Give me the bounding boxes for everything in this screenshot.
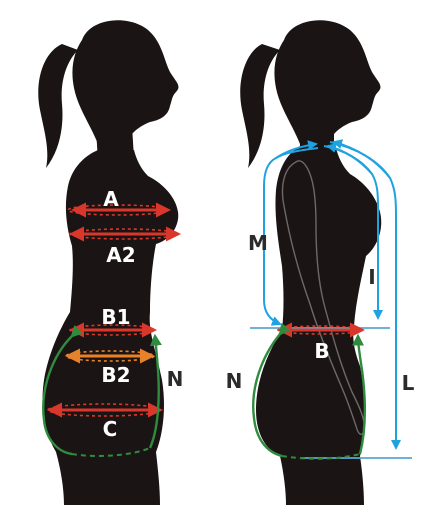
label-b1: B1 xyxy=(101,305,130,329)
label-m: M xyxy=(248,231,268,255)
label-b2: B2 xyxy=(101,363,130,387)
left-head xyxy=(72,20,178,144)
right-ponytail xyxy=(240,44,280,168)
label-b: B xyxy=(314,339,329,363)
label-a: A xyxy=(103,187,119,211)
label-n-right: N xyxy=(226,369,243,393)
label-n-left: N xyxy=(167,367,184,391)
left-ponytail xyxy=(38,44,78,168)
label-i: I xyxy=(368,265,375,289)
label-l: L xyxy=(402,371,415,395)
right-head xyxy=(274,20,380,144)
right-silhouette xyxy=(240,20,381,505)
label-c: C xyxy=(103,417,118,441)
label-a2: A2 xyxy=(106,243,135,267)
